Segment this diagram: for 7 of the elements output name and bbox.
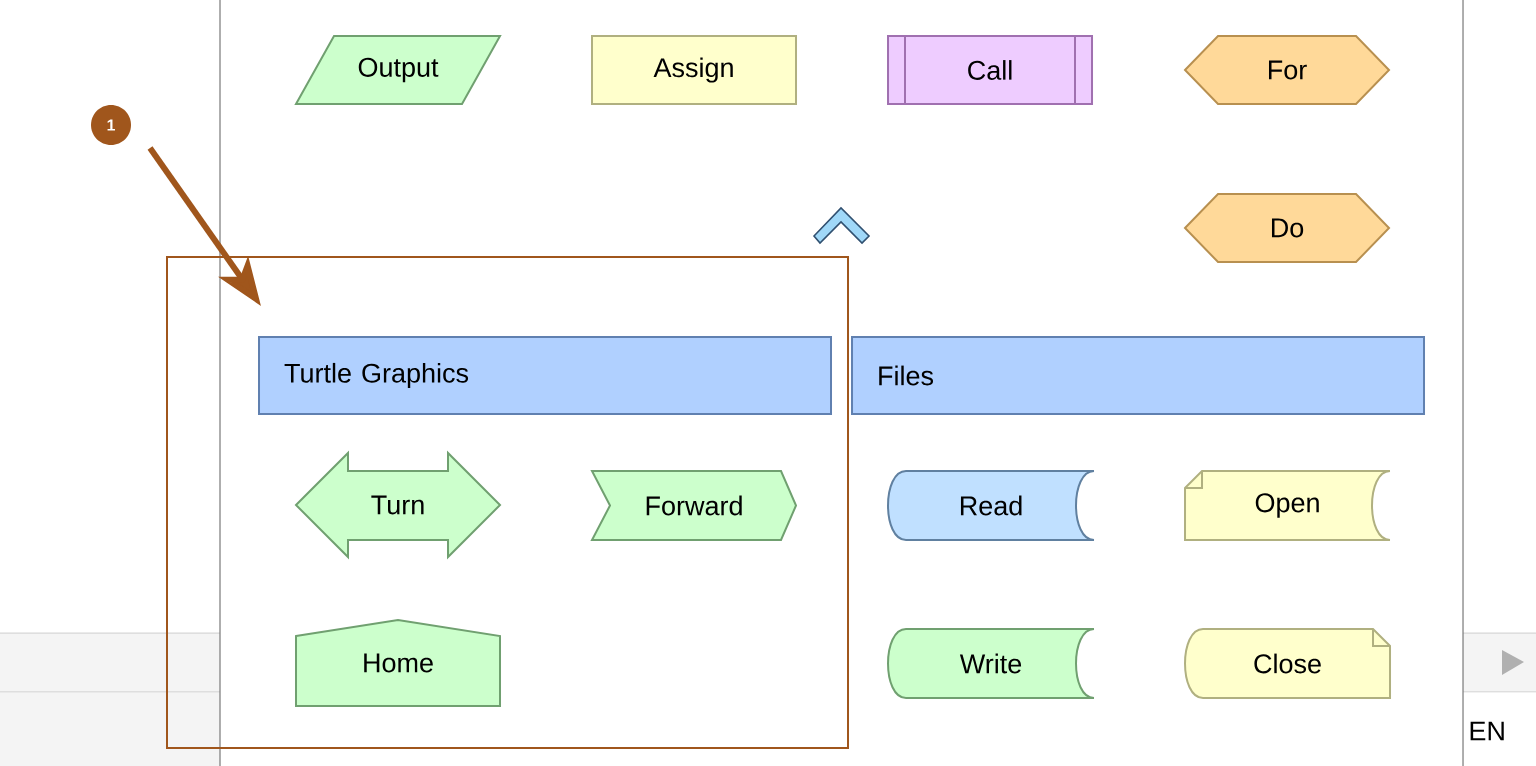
language-indicator: EN bbox=[1470, 721, 1504, 741]
callout-number: 1 bbox=[91, 105, 131, 145]
highlight-frame bbox=[166, 256, 849, 749]
assign-box: Assign bbox=[591, 35, 797, 105]
call-box: Call bbox=[887, 35, 1093, 105]
section-header: Files bbox=[851, 336, 1425, 415]
section-header: Turtle Graphics bbox=[258, 336, 832, 415]
